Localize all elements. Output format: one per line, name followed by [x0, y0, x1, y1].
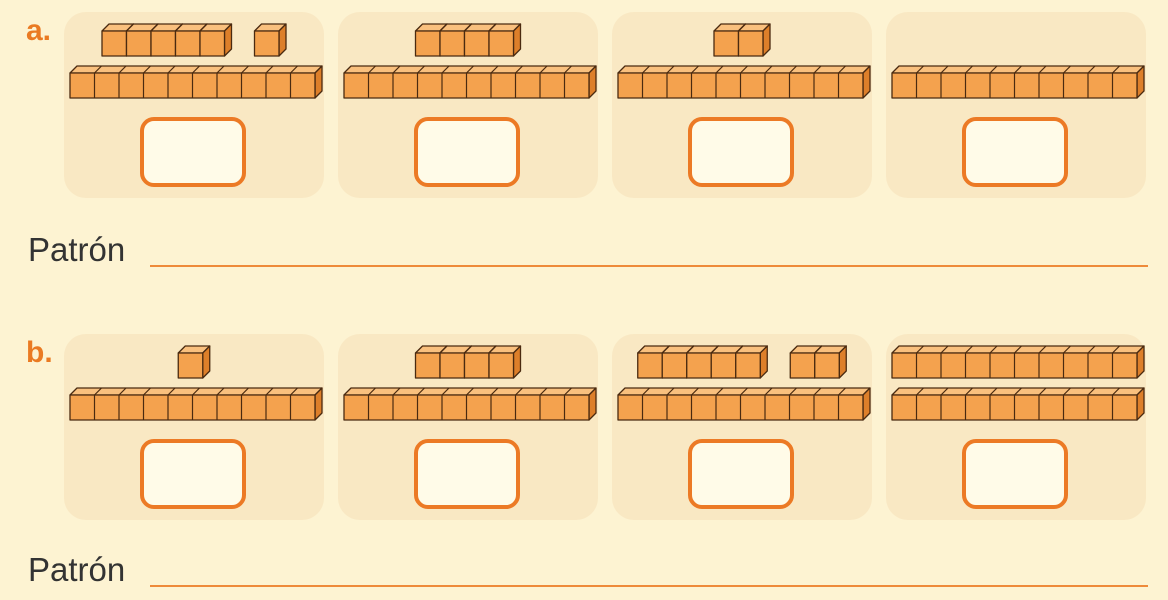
panel-a4	[886, 12, 1146, 198]
ten-rod	[892, 346, 1144, 378]
pattern-label-b: Patrón	[28, 553, 125, 586]
unit-cube	[200, 24, 232, 56]
panel-b1	[64, 334, 324, 520]
ten-rod	[892, 66, 1144, 98]
panel-b2	[338, 334, 598, 520]
unit-cube	[178, 346, 210, 378]
pattern-label-a: Patrón	[28, 233, 125, 266]
ten-rod	[618, 66, 870, 98]
unit-cube	[736, 346, 768, 378]
ten-rod	[618, 388, 870, 420]
answer-box[interactable]	[414, 117, 520, 187]
unit-cube	[255, 24, 287, 56]
ten-rod	[344, 388, 596, 420]
unit-cube	[739, 24, 771, 56]
answer-box[interactable]	[962, 117, 1068, 187]
pattern-answer-line-b[interactable]	[150, 585, 1148, 587]
panel-a2	[338, 12, 598, 198]
panel-b3	[612, 334, 872, 520]
panel-a1	[64, 12, 324, 198]
answer-box[interactable]	[688, 117, 794, 187]
ten-rod	[892, 388, 1144, 420]
section-b-label: b.	[26, 338, 53, 368]
panel-a3	[612, 12, 872, 198]
section-a-label: a.	[26, 16, 51, 46]
ten-rod	[344, 66, 596, 98]
answer-box[interactable]	[140, 439, 246, 509]
ten-rod	[70, 388, 322, 420]
unit-cube	[489, 24, 521, 56]
unit-cube	[815, 346, 847, 378]
panel-b4	[886, 334, 1146, 520]
answer-box[interactable]	[140, 117, 246, 187]
pattern-answer-line-a[interactable]	[150, 265, 1148, 267]
answer-box[interactable]	[414, 439, 520, 509]
ten-rod	[70, 66, 322, 98]
answer-box[interactable]	[962, 439, 1068, 509]
answer-box[interactable]	[688, 439, 794, 509]
unit-cube	[489, 346, 521, 378]
